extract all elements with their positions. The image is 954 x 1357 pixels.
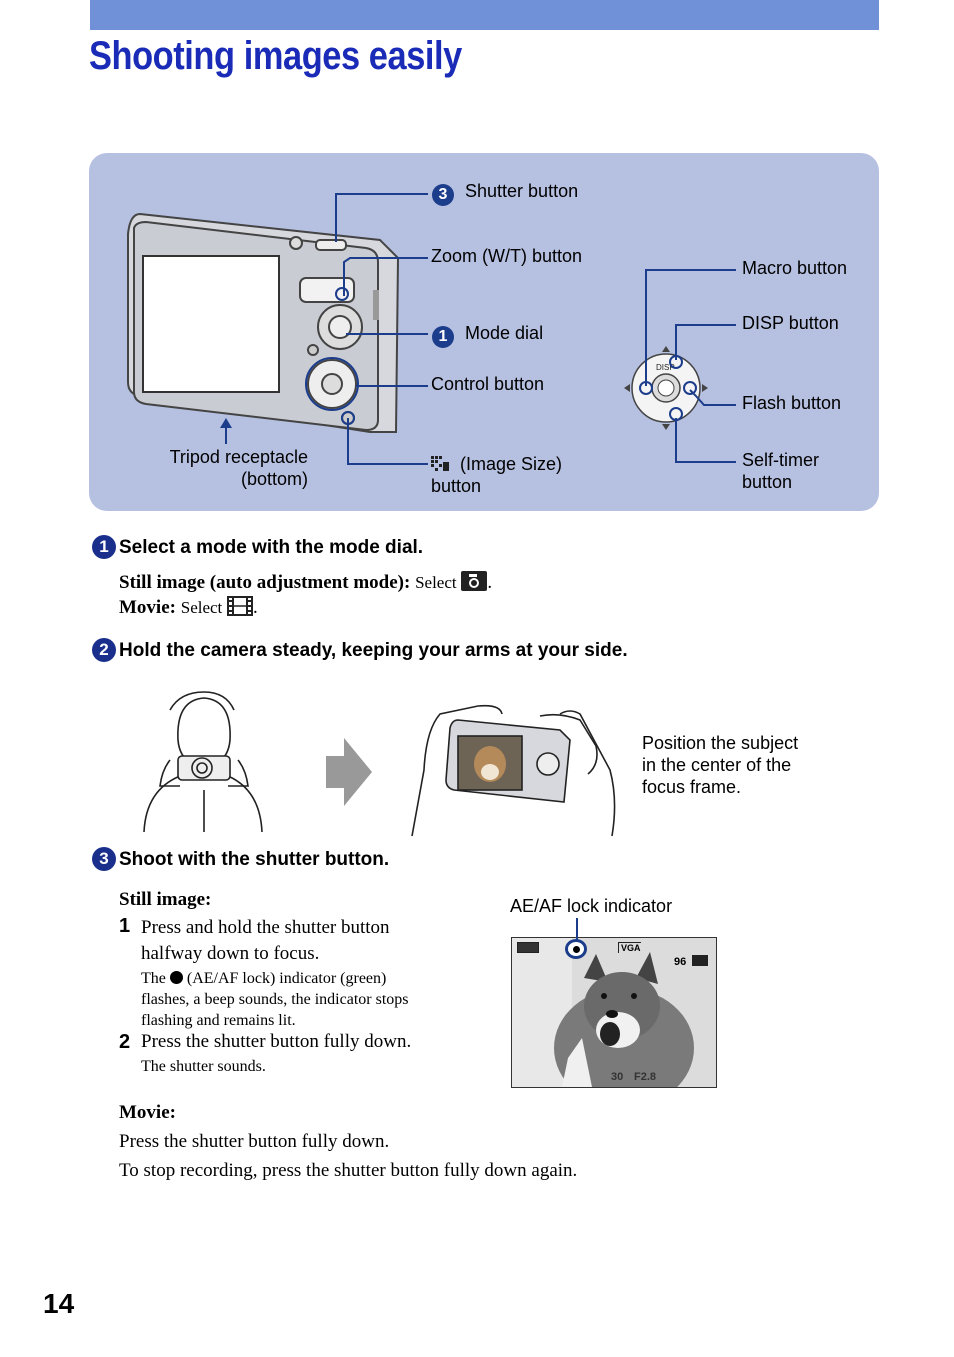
image-size-button-label: (Image Size) button <box>431 454 563 496</box>
movie-line-1: Press the shutter button fully down. <box>119 1131 390 1152</box>
tripod-arrow-icon <box>220 418 232 444</box>
ae-af-lock-indicator-icon <box>565 939 587 959</box>
step-3-icon: 3 <box>92 847 116 871</box>
zoom-button-label: Zoom (W/T) button <box>431 246 583 266</box>
step-3-badge-icon: 3 <box>432 184 454 206</box>
item-2-number: 2 <box>119 1031 131 1053</box>
movie-mode-icon <box>227 596 254 616</box>
still-image-heading: Still image: <box>119 889 212 910</box>
item-1-note: The (AE/AF lock) indicator (green) flash… <box>141 970 409 1029</box>
tripod-receptacle-label: Tripod receptacle (bottom) <box>169 447 308 489</box>
item-1-text: Press and hold the shutter button halfwa… <box>141 917 390 964</box>
ae-af-leader-line <box>576 918 578 940</box>
holding-camera-illustration <box>143 691 616 837</box>
movie-line-2: To stop recording, press the shutter but… <box>119 1160 578 1181</box>
item-2-note: The shutter sounds. <box>141 1058 266 1075</box>
control-leader-lines <box>639 269 736 463</box>
page-title: Shooting images easily <box>89 34 462 78</box>
step-1-movie-line: Movie: Select . <box>119 596 258 618</box>
mode-dial-label: 1 Mode dial <box>432 322 543 348</box>
camera-mode-icon <box>461 571 488 591</box>
step-2-title: Hold the camera steady, keeping your arm… <box>119 640 628 661</box>
page-number: 14 <box>43 1288 75 1319</box>
flash-button-label: Flash button <box>742 393 842 413</box>
ae-af-lock-label: AE/AF lock indicator <box>510 896 673 916</box>
ae-af-dot-icon <box>169 971 183 984</box>
battery-icon <box>517 942 539 953</box>
lcd-preview: VGA 96 30 F2.8 <box>511 937 717 1088</box>
image-size-icon <box>431 455 451 471</box>
control-button-label: Control button <box>431 374 545 394</box>
camera-leader-lines <box>305 193 428 465</box>
arrow-right-icon <box>326 738 372 806</box>
item-2-text: Press the shutter button fully down. <box>141 1031 412 1052</box>
self-timer-button-label: Self-timer button <box>742 450 820 492</box>
header-bar <box>90 0 879 30</box>
camera-illustration <box>127 212 400 433</box>
mode-camera-icon <box>692 955 708 966</box>
disp-button-label: DISP button <box>742 313 839 333</box>
macro-button-label: Macro button <box>742 258 848 278</box>
shutter-button-label: 3 Shutter button <box>432 180 578 206</box>
dog-photo <box>512 938 716 1087</box>
movie-heading: Movie: <box>119 1102 176 1123</box>
aperture-value: F2.8 <box>634 1071 657 1083</box>
control-button-illustration <box>624 346 708 430</box>
item-1-number: 1 <box>119 915 131 937</box>
image-size-vga-icon: VGA <box>618 942 641 953</box>
step-1-badge-icon: 1 <box>432 326 454 348</box>
step-2-caption: Position the subject in the center of th… <box>642 733 799 797</box>
step-1-title: Select a mode with the mode dial. <box>119 537 424 558</box>
remaining-shots: 96 <box>674 956 687 968</box>
step-1-still-line: Still image (auto adjustment mode): Sele… <box>119 571 493 593</box>
step-1-icon: 1 <box>92 535 116 559</box>
disp-icon: DISP <box>656 363 675 372</box>
shutter-speed: 30 <box>611 1071 624 1083</box>
step-3-title: Shoot with the shutter button. <box>119 849 390 870</box>
step-2-icon: 2 <box>92 638 116 662</box>
